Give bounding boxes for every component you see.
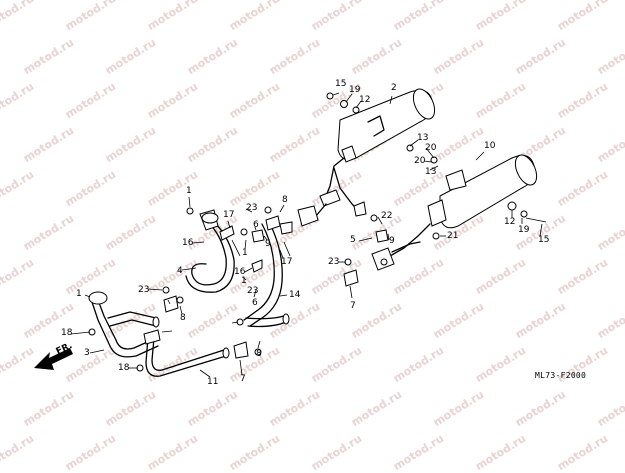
callout-2: 2 xyxy=(391,83,397,93)
callout-8b: 8 xyxy=(180,313,186,323)
hardware xyxy=(88,92,547,372)
muffler-left xyxy=(297,88,436,227)
callout-3: 3 xyxy=(84,348,90,358)
callout-7a: 7 xyxy=(350,301,356,311)
callout-15: 15 xyxy=(335,79,347,89)
callout-1a: 1 xyxy=(186,186,192,196)
leader-lines xyxy=(70,92,543,378)
pipe-14 xyxy=(243,223,290,328)
callout-15b: 15 xyxy=(538,235,550,245)
callout-16b: 16 xyxy=(234,267,246,277)
callout-21: 21 xyxy=(447,231,459,241)
callout-7b: 7 xyxy=(240,374,246,384)
front-arrow-icon xyxy=(34,348,73,370)
callout-9a: 9 xyxy=(265,239,271,249)
callout-19: 19 xyxy=(349,85,361,95)
pipe-11 xyxy=(143,329,230,377)
callout-23a: 23 xyxy=(246,203,258,213)
callout-20b: 20 xyxy=(414,156,426,166)
pipe-3 xyxy=(88,291,160,358)
callout-1c: 1 xyxy=(241,276,247,286)
callout-18a: 18 xyxy=(61,328,73,338)
callout-8a: 8 xyxy=(282,195,288,205)
callout-20: 20 xyxy=(425,143,437,153)
callout-5: 5 xyxy=(350,235,356,245)
callout-17b: 17 xyxy=(281,257,293,267)
callout-13b: 13 xyxy=(425,167,437,177)
callout-1d: 1 xyxy=(76,289,82,299)
callout-12: 12 xyxy=(359,95,371,105)
callout-6b: 6 xyxy=(252,298,258,308)
callout-12b: 12 xyxy=(504,217,516,227)
muffler-right xyxy=(371,154,538,271)
callout-19b: 19 xyxy=(518,225,530,235)
callout-16a: 16 xyxy=(182,238,194,248)
callout-23c: 23 xyxy=(247,286,259,296)
callout-1b: 1 xyxy=(242,248,248,258)
pipe-4 xyxy=(185,209,235,293)
callout-11: 11 xyxy=(207,377,219,387)
callout-10: 10 xyxy=(484,141,496,151)
callout-18b: 18 xyxy=(118,363,130,373)
callout-17a: 17 xyxy=(223,210,235,220)
callout-13: 13 xyxy=(417,133,429,143)
callout-23d: 23 xyxy=(138,285,150,295)
callout-22: 22 xyxy=(381,211,393,221)
callout-8c: 8 xyxy=(256,349,262,359)
diagram-code: ML73-F2000 xyxy=(535,371,587,380)
callout-9b: 9 xyxy=(389,236,395,246)
callout-4: 4 xyxy=(177,266,183,276)
callout-23b: 23 xyxy=(328,257,340,267)
callout-14: 14 xyxy=(289,290,301,300)
callout-6a: 6 xyxy=(253,220,259,230)
